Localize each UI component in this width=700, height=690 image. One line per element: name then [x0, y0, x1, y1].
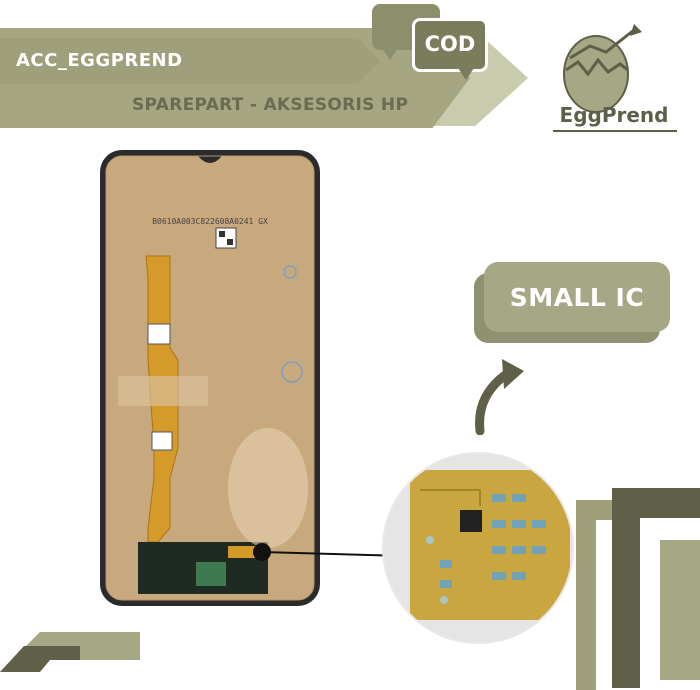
- chat-bubble-front-tail: [458, 68, 474, 80]
- ic-zoom-magnified-image: [382, 452, 574, 644]
- egg-growth-logo-icon: [563, 24, 642, 113]
- shop-tagline: SPAREPART - AKSESORIS HP: [132, 95, 409, 115]
- cod-badge: COD: [424, 32, 476, 56]
- decor-corner-bottom-right-inner: [660, 540, 700, 680]
- phone-serial-number: B0610A003C822608A0241 GX: [152, 217, 268, 226]
- callout-pointer-line: [253, 543, 402, 561]
- chat-bubble-back-tail: [382, 48, 398, 60]
- small-ic-label: SMALL IC: [509, 282, 645, 312]
- shop-name: ACC_EGGPREND: [16, 50, 183, 71]
- decor-corner-bottom-left: [0, 632, 140, 672]
- chat-bubble-front: [412, 18, 488, 72]
- curved-arrow-icon: [475, 359, 524, 435]
- header-banner-front: [0, 38, 380, 84]
- brand-underline: [553, 130, 677, 132]
- brand-name: EggPrend: [559, 103, 669, 127]
- small-ic-badge: SMALL IC: [484, 262, 670, 332]
- lcd-display-image: B0610A003C822608A0241 GX: [100, 150, 320, 606]
